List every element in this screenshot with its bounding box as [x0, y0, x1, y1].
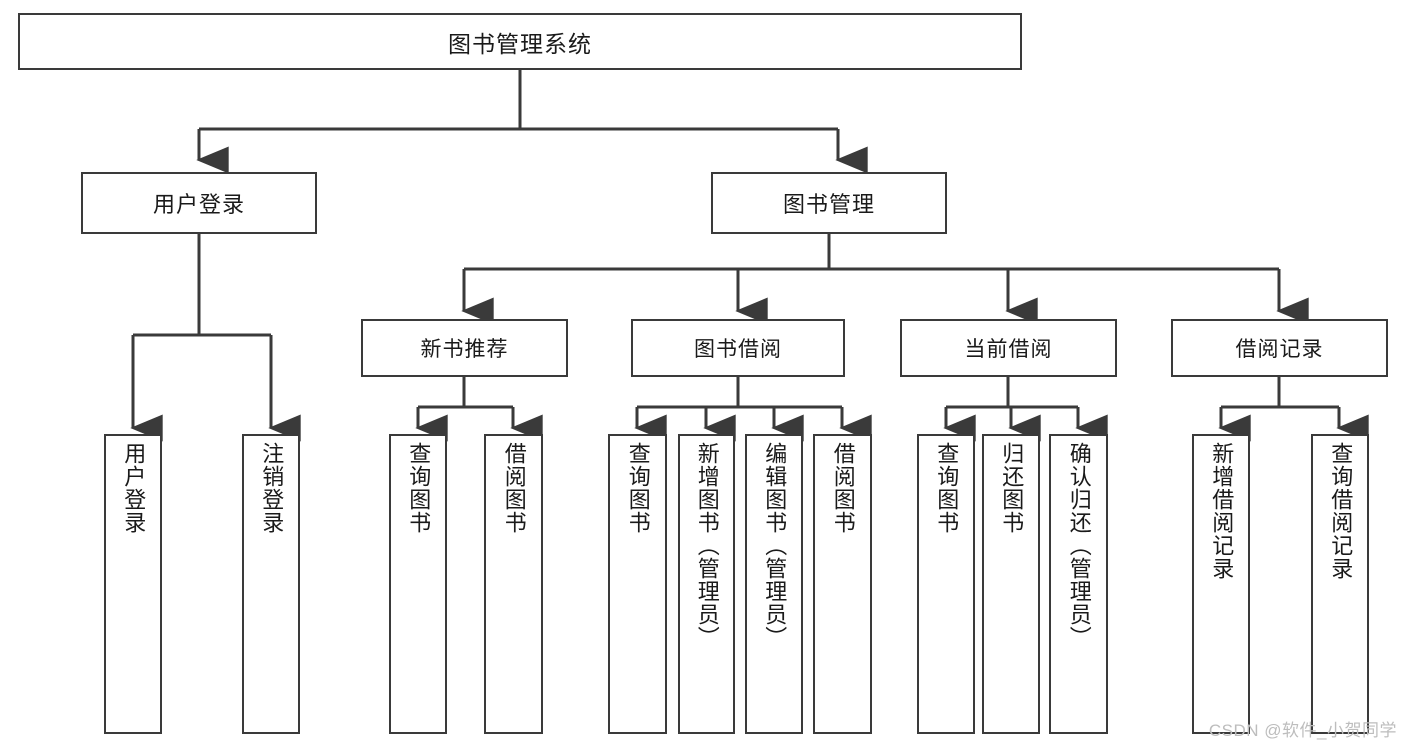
leaf-logout[interactable]: 注销登录	[242, 434, 300, 734]
leaf-confirm-return-admin[interactable]: 确认归还（管理员）	[1049, 434, 1108, 734]
node-new-book-recommend[interactable]: 新书推荐	[361, 319, 568, 377]
leaf-user-login[interactable]: 用户登录	[104, 434, 162, 734]
leaf-add-book-admin[interactable]: 新增图书（管理员）	[678, 434, 735, 734]
node-current-borrow[interactable]: 当前借阅	[900, 319, 1117, 377]
node-label: 图书管理系统	[448, 30, 592, 57]
node-label: 借阅图书	[501, 442, 527, 534]
leaf-query-borrow-record[interactable]: 查询借阅记录	[1311, 434, 1369, 734]
node-label: 编辑图书（管理员）	[762, 442, 788, 649]
node-label: 查询图书	[934, 442, 960, 534]
leaf-query-book-current[interactable]: 查询图书	[917, 434, 975, 734]
node-borrow-record[interactable]: 借阅记录	[1171, 319, 1388, 377]
node-label: 注销登录	[259, 442, 285, 534]
leaf-edit-book-admin[interactable]: 编辑图书（管理员）	[745, 434, 803, 734]
node-label: 图书借阅	[694, 338, 782, 361]
leaf-return-book[interactable]: 归还图书	[982, 434, 1040, 734]
leaf-query-book-borrow[interactable]: 查询图书	[608, 434, 667, 734]
node-label: 确认归还（管理员）	[1066, 442, 1092, 649]
node-label: 借阅记录	[1235, 338, 1324, 361]
watermark-text: CSDN @软件_小贺同学	[1208, 721, 1397, 740]
node-label: 用户登录	[152, 192, 245, 217]
node-label: 新书推荐	[420, 338, 509, 361]
leaf-borrow-book-recommend[interactable]: 借阅图书	[484, 434, 543, 734]
node-root-book-management-system[interactable]: 图书管理系统	[18, 13, 1022, 70]
node-label: 用户登录	[121, 442, 147, 534]
leaf-add-borrow-record[interactable]: 新增借阅记录	[1192, 434, 1250, 734]
node-label: 查询图书	[406, 442, 432, 534]
node-label: 查询图书	[625, 442, 651, 534]
node-label: 借阅图书	[830, 442, 856, 534]
node-label: 图书管理	[782, 192, 875, 217]
leaf-borrow-book[interactable]: 借阅图书	[813, 434, 872, 734]
node-label: 新增借阅记录	[1209, 442, 1235, 580]
node-book-management[interactable]: 图书管理	[711, 172, 947, 234]
leaf-query-book-recommend[interactable]: 查询图书	[389, 434, 447, 734]
node-label: 新增图书（管理员）	[694, 442, 720, 649]
node-label: 查询借阅记录	[1328, 442, 1354, 580]
node-label: 归还图书	[999, 442, 1025, 534]
node-user-login[interactable]: 用户登录	[81, 172, 317, 234]
node-book-borrow[interactable]: 图书借阅	[631, 319, 845, 377]
node-label: 当前借阅	[964, 338, 1053, 361]
